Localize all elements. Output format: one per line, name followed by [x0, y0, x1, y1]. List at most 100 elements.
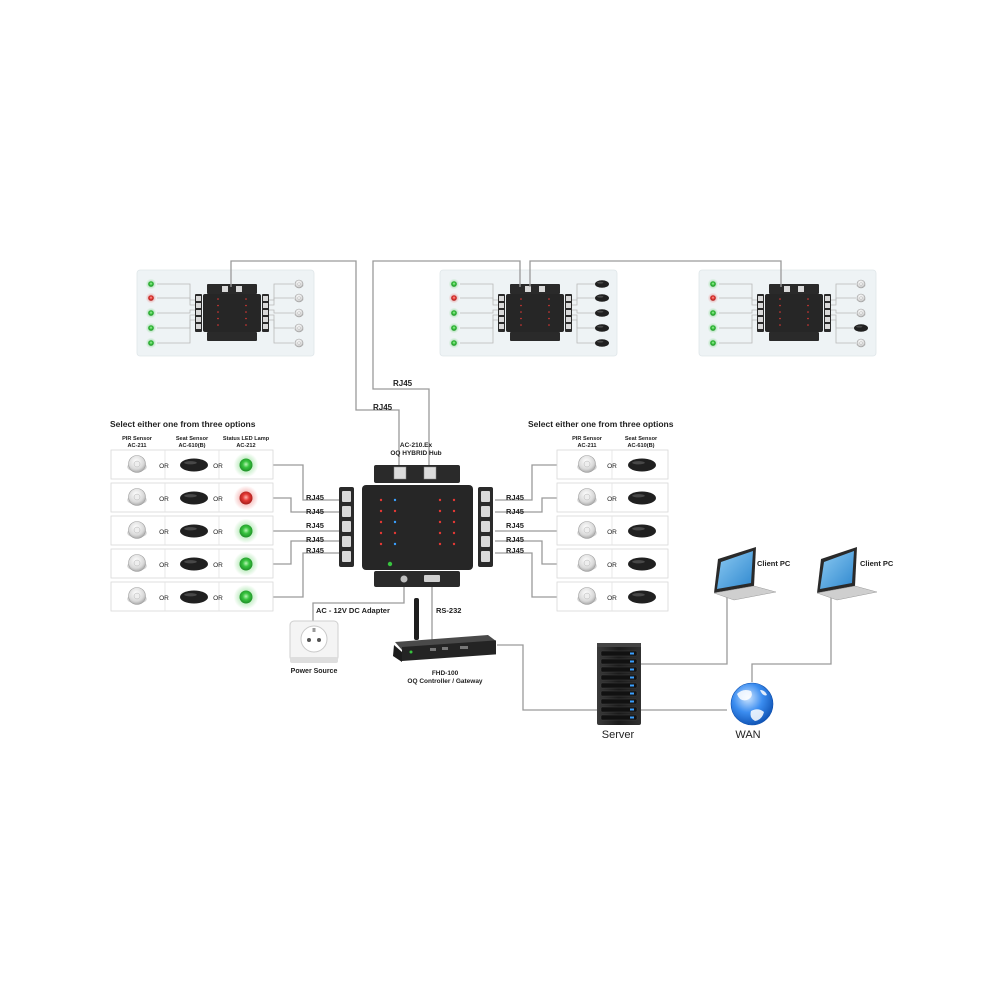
remote-seat-sensor-icon-gloss [856, 325, 863, 328]
hub-name-label: OQ HYBRID Hub [390, 450, 441, 457]
hub-indicator-led [452, 498, 456, 502]
remote-wire-right [828, 283, 856, 301]
seat-sensor-icon-gloss [184, 593, 197, 597]
hub-right-rj45-socket-2[interactable] [481, 506, 490, 517]
remote-wire-left [719, 319, 760, 344]
remote-hub-socket [499, 303, 504, 308]
server-drive-bay [600, 714, 638, 721]
hub-indicator-led [452, 531, 456, 535]
remote-seat-sensor-icon-body [595, 309, 609, 317]
hub-right-rj45-socket-1[interactable] [481, 491, 490, 502]
remote-hub-led [779, 317, 781, 320]
seat-sensor-icon-body [628, 557, 656, 571]
right-header-1-name: PIR Sensor [572, 436, 603, 442]
pir-sensor-icon-lens [133, 493, 141, 501]
remote-hub-socket [196, 310, 201, 315]
remote-wire-right [266, 309, 294, 314]
remote-hub-socket [758, 303, 763, 308]
server-drive-bay [600, 658, 638, 665]
remote-hub-socket [196, 296, 201, 301]
seat-sensor-icon [628, 491, 656, 505]
or-label: OR [159, 529, 169, 536]
seat-sensor-icon-body [628, 458, 656, 472]
hub-rj45-port-1[interactable] [393, 466, 407, 480]
hub-indicator-led [438, 520, 442, 524]
left-panel-title: Select either one from three options [110, 419, 256, 429]
daisy-chain-line [529, 260, 782, 287]
hub-right-rj45-socket-3[interactable] [481, 521, 490, 532]
hub-indicator-led [393, 531, 397, 535]
hub-right-rj45-socket-5[interactable] [481, 551, 490, 562]
right-option-row-4: OR [556, 548, 669, 579]
right-row-line-1 [495, 464, 557, 501]
right-header-2-name: Seat Sensor [625, 436, 658, 442]
remote-status-led-icon [448, 307, 460, 319]
controller-antenna [414, 598, 419, 640]
remote-hub-rj45-port [236, 286, 242, 292]
hub-rs232-port[interactable] [424, 575, 440, 582]
remote-status-led-icon [707, 322, 719, 334]
remote-wire-right [828, 309, 856, 314]
remote-status-led-icon [145, 292, 157, 304]
remote-hub-led [520, 304, 522, 307]
left-header-3-name: Status LED Lamp [223, 436, 270, 442]
seat-sensor-icon [628, 524, 656, 538]
left-header-1-name: PIR Sensor [122, 436, 153, 442]
server-drive-bay [600, 690, 638, 697]
right-panel-title: Select either one from three options [528, 419, 674, 429]
hub-dc-jack[interactable] [400, 575, 408, 583]
remote-status-led-icon-lamp [451, 325, 457, 331]
remote-pir-sensor-icon [856, 293, 866, 303]
client-pc-1-label: Client PC [757, 559, 791, 568]
pir-sensor-icon-lens [133, 592, 141, 600]
or-label: OR [213, 463, 223, 470]
hub-right-port-label-3: RJ45 [506, 521, 524, 530]
hub-left-rj45-socket-4[interactable] [342, 536, 351, 547]
hub-rj45-port-2[interactable] [423, 466, 437, 480]
or-label: OR [607, 595, 617, 602]
remote-hub-led [548, 304, 550, 307]
remote-hub-socket [196, 324, 201, 329]
remote-hub-socket [196, 303, 201, 308]
hub-left-rj45-socket-3[interactable] [342, 521, 351, 532]
controller-model-label: FHD-100 [432, 670, 459, 677]
hub-indicator-led [438, 531, 442, 535]
seat-sensor-icon [180, 458, 208, 472]
remote-hub-rj45-port [784, 286, 790, 292]
server-drive-bay [600, 706, 638, 713]
remote-hub-led [807, 298, 809, 300]
right-header-1-model: AC-211 [578, 443, 597, 449]
right-row-line-5 [495, 552, 557, 598]
remote-wire-right [569, 319, 597, 344]
hub-left-rj45-socket-1[interactable] [342, 491, 351, 502]
remote-seat-sensor-icon-gloss [597, 325, 604, 328]
remote-wire-left [460, 319, 501, 344]
remote-hub-led [807, 317, 809, 320]
remote-hub-socket [263, 317, 268, 322]
remote-panel-wiring [157, 283, 294, 344]
hub-indicator-led [379, 531, 383, 535]
hub-left-rj45-socket-5[interactable] [342, 551, 351, 562]
hub-bottom-bracket [374, 571, 460, 587]
remote-seat-sensor-icon [595, 324, 609, 332]
hub-right-rj45-socket-4[interactable] [481, 536, 490, 547]
remote-status-led-icon-lamp [710, 340, 716, 346]
remote-pir-sensor-icon [294, 293, 304, 303]
hub-left-port-label-3: RJ45 [306, 521, 324, 530]
remote-hub-body [765, 294, 823, 332]
hub-indicator-led [438, 498, 442, 502]
hub-body [362, 485, 473, 570]
seat-sensor-icon-gloss [632, 461, 645, 465]
remote-wire-left [719, 297, 760, 306]
hub-indicator-led [379, 542, 383, 546]
remote-wire-left [719, 283, 760, 301]
remote-pir-sensor-icon [294, 308, 304, 318]
rs232-label: RS-232 [436, 606, 461, 615]
remote-hub-top-bracket [207, 284, 257, 294]
status-led-lamp-icon-lamp [239, 557, 253, 571]
remote-pir-sensor-icon-lens [859, 341, 863, 345]
remote-wire-right [828, 297, 856, 306]
hub-left-rj45-socket-2[interactable] [342, 506, 351, 517]
